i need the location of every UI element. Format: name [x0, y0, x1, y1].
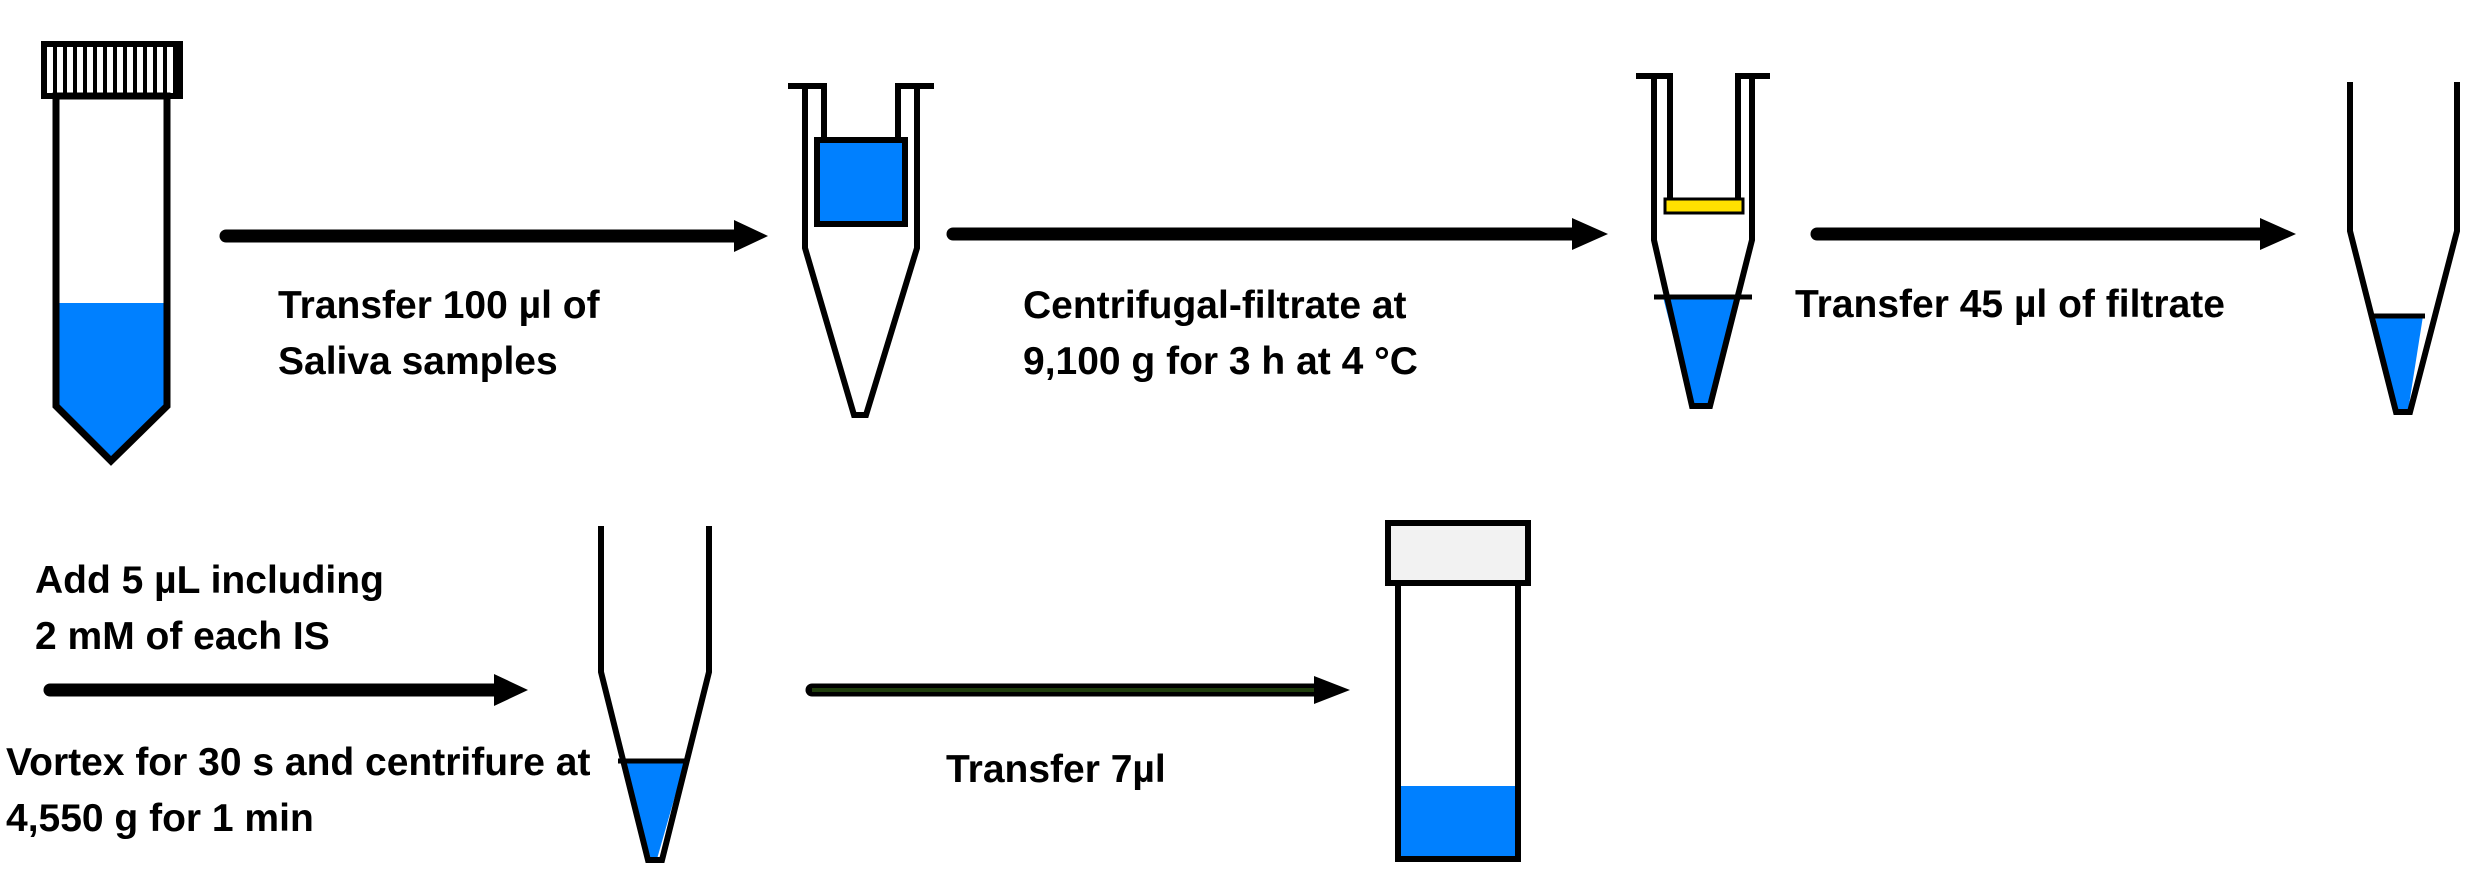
- arrow-3: [1810, 218, 2296, 250]
- step5-line2: 4,550 g for 1 min: [6, 797, 314, 840]
- step-label-add-is: Add 5 µL including 2 mM of each IS: [35, 553, 384, 665]
- step1-line1: Transfer 100 µl of: [278, 284, 600, 327]
- mixing-tube: [598, 526, 712, 863]
- filter-tube-with-filtrate: [1636, 73, 1770, 409]
- step6-line1: Transfer 7µl: [946, 748, 1166, 791]
- tube-body: [52, 92, 171, 466]
- step1-line2: Saliva samples: [278, 340, 558, 383]
- filter-tube-with-sample: [788, 83, 934, 418]
- vial-liquid: [1398, 786, 1518, 860]
- collection-tube: [2347, 82, 2460, 415]
- step4-line1: Add 5 µL including: [35, 559, 384, 602]
- filtrate-liquid: [1663, 297, 1740, 406]
- step2-line1: Centrifugal-filtrate at: [1023, 284, 1407, 327]
- step-label-transfer-filtrate: Transfer 45 µl of filtrate: [1795, 277, 2225, 333]
- insert-liquid: [814, 137, 908, 227]
- sample-vial: [1385, 520, 1531, 862]
- vial-body: [1395, 580, 1521, 862]
- arrow-1: [219, 220, 768, 252]
- filter-membrane: [1663, 197, 1745, 215]
- step-label-transfer-saliva: Transfer 100 µl of Saliva samples: [278, 278, 600, 390]
- step5-line1: Vortex for 30 s and centrifure at: [6, 741, 591, 784]
- step2-line2: 9,100 g for 3 h at 4 °C: [1023, 340, 1418, 383]
- collection-liquid: [2375, 316, 2423, 411]
- step3-line1: Transfer 45 µl of filtrate: [1795, 283, 2225, 326]
- sample-tube: [41, 41, 183, 466]
- arrow-2: [946, 218, 1608, 250]
- arrow-5: [805, 676, 1350, 704]
- step-label-transfer-vial: Transfer 7µl: [946, 742, 1166, 798]
- step-label-centrifugal-filtrate: Centrifugal-filtrate at 9,100 g for 3 h …: [1023, 278, 1418, 390]
- step-label-vortex: Vortex for 30 s and centrifure at 4,550 …: [6, 735, 590, 847]
- tube-cap: [41, 41, 183, 99]
- arrow-4: [43, 674, 528, 706]
- tube-liquid: [56, 303, 167, 461]
- step4-line2: 2 mM of each IS: [35, 615, 330, 658]
- vial-cap: [1385, 520, 1531, 586]
- mixing-liquid: [621, 761, 685, 859]
